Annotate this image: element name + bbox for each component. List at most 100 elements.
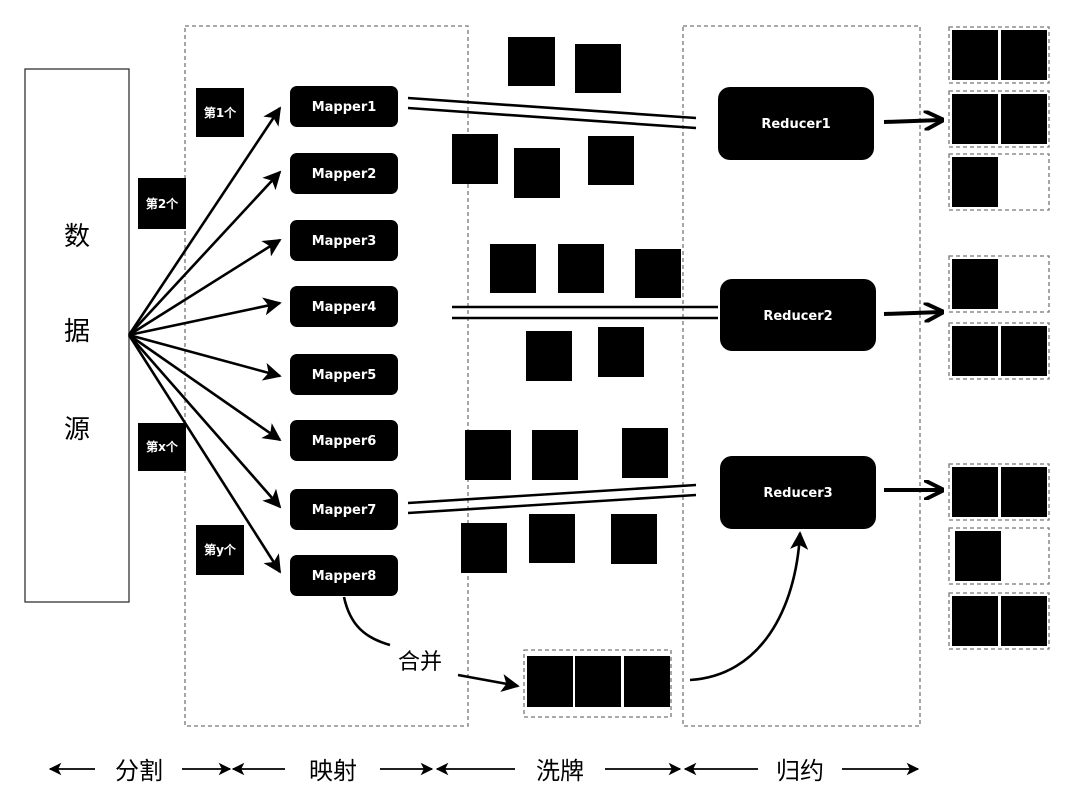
stage-label-split: 分割 xyxy=(115,757,163,785)
connector-1a xyxy=(407,96,697,120)
reducer-1 xyxy=(718,87,874,160)
combine-curve xyxy=(342,596,391,647)
shuffle-block xyxy=(622,428,668,478)
split-arrow-5 xyxy=(128,333,282,381)
shuffle-block xyxy=(465,430,511,480)
shuffle-blocks xyxy=(452,37,681,573)
shuffle-block xyxy=(558,244,604,293)
shuffle-block xyxy=(452,134,498,184)
mapper-6-label: Mapper6 xyxy=(312,434,377,449)
output-block xyxy=(1001,596,1047,646)
combine-arrow xyxy=(457,673,520,692)
mapper-1 xyxy=(290,86,398,127)
shuffle-block xyxy=(461,523,507,573)
shuffle-block xyxy=(490,244,536,293)
data-source-char-2: 据 xyxy=(64,317,90,347)
combined-block xyxy=(575,656,621,707)
connector-1b xyxy=(407,106,697,130)
mapper-8 xyxy=(290,555,398,596)
split-arrow-2 xyxy=(128,170,282,336)
split-arrow-8 xyxy=(127,334,282,574)
shuffle-block xyxy=(598,327,644,377)
output-block xyxy=(955,531,1001,581)
mapper-4-label: Mapper4 xyxy=(312,300,377,315)
combined-to-reducer3-arrow xyxy=(689,531,809,682)
shuffle-block xyxy=(588,136,634,185)
shuffle-block xyxy=(635,249,681,298)
data-source-char-1: 数 xyxy=(64,222,90,252)
mapper-7 xyxy=(290,489,398,530)
output-group xyxy=(948,255,1050,313)
map-stage-region xyxy=(184,25,469,727)
split-badge-x xyxy=(138,423,186,471)
shuffle-block xyxy=(611,514,657,564)
mapper-6 xyxy=(290,420,398,461)
shuffle-block xyxy=(526,331,572,381)
connector-3a xyxy=(407,483,697,505)
split-arrow-7 xyxy=(128,334,282,509)
split-badge-2-label: 第2个 xyxy=(146,196,179,211)
mapper-2 xyxy=(290,153,398,194)
split-arrows xyxy=(127,106,282,574)
output-group xyxy=(948,463,1050,521)
data-source-box xyxy=(24,68,130,603)
shuffle-block xyxy=(514,148,560,198)
output-arrows xyxy=(883,120,942,490)
split-arrow-4 xyxy=(128,297,282,337)
output-block xyxy=(1001,326,1047,376)
combine-label: 合并 xyxy=(398,650,442,675)
output-group xyxy=(948,527,1050,585)
output-group xyxy=(948,26,1050,84)
combined-output-group xyxy=(523,649,672,718)
output-block xyxy=(952,94,998,144)
reducer-2-label: Reducer2 xyxy=(763,309,832,324)
mapper-7-label: Mapper7 xyxy=(312,503,377,518)
combined-block xyxy=(527,656,573,707)
reducer-3 xyxy=(720,456,876,529)
reducer-1-label: Reducer1 xyxy=(761,117,830,132)
split-arrow-6 xyxy=(128,333,282,442)
shuffle-block xyxy=(508,37,555,86)
split-badge-1-label: 第1个 xyxy=(204,105,237,120)
output-group xyxy=(948,90,1050,148)
mapper-3-label: Mapper3 xyxy=(312,234,377,249)
output-block xyxy=(952,30,998,80)
output-block xyxy=(952,596,998,646)
connector-3b xyxy=(407,493,697,515)
output-block xyxy=(1001,30,1047,80)
reducer-3-label: Reducer3 xyxy=(763,486,832,501)
shuffle-block xyxy=(529,514,575,563)
split-badge-1 xyxy=(196,88,244,137)
mapper-5-label: Mapper5 xyxy=(312,368,377,383)
output-block xyxy=(952,467,998,517)
shuffle-block xyxy=(575,44,621,93)
output-arrow-1 xyxy=(883,120,942,122)
data-source-char-3: 源 xyxy=(64,415,90,445)
shuffle-connectors xyxy=(407,96,718,515)
output-group xyxy=(948,592,1050,650)
output-block xyxy=(1001,467,1047,517)
split-badge-2 xyxy=(138,178,186,229)
mapper-1-label: Mapper1 xyxy=(312,100,377,115)
combined-block xyxy=(624,656,670,707)
output-block xyxy=(1001,94,1047,144)
mapper-3 xyxy=(290,220,398,261)
output-group xyxy=(948,153,1050,211)
stage-label-map: 映射 xyxy=(309,757,357,785)
output-group xyxy=(948,322,1050,380)
mapper-8-label: Mapper8 xyxy=(312,569,377,584)
output-block xyxy=(952,157,998,207)
shuffle-block xyxy=(532,430,578,480)
output-arrow-2 xyxy=(883,312,942,314)
mapper-2-label: Mapper2 xyxy=(312,167,377,182)
stage-label-reduce: 归约 xyxy=(776,757,824,785)
split-arrow-1 xyxy=(127,106,282,336)
split-badge-y-label: 第y个 xyxy=(204,542,237,557)
output-groups xyxy=(948,26,1050,650)
mapper-4 xyxy=(290,286,398,327)
output-block xyxy=(952,259,998,309)
stage-label-shuffle: 洗牌 xyxy=(536,757,584,785)
output-block xyxy=(952,326,998,376)
split-arrow-3 xyxy=(128,238,282,337)
